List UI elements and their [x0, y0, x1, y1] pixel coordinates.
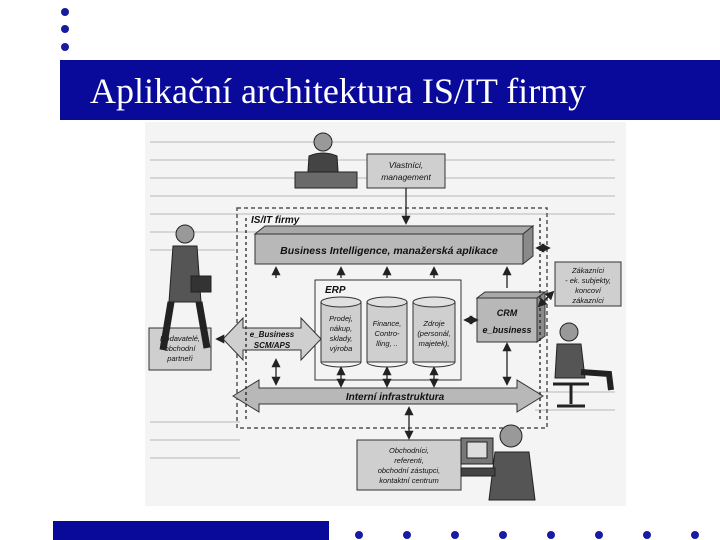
decorative-dot [61, 8, 69, 16]
customers-line-1: Zákazníci [571, 266, 604, 275]
receptionist-figure [460, 424, 536, 501]
module-sales-line-3: sklady, [330, 334, 353, 343]
sales-line-3: obchodní zástupci, [378, 466, 441, 475]
suppliers-line-1: Dodavatelé, [160, 334, 200, 343]
crm-box [476, 297, 538, 343]
module-resources-line-2: (personál, [417, 329, 450, 338]
decorative-dot [451, 531, 459, 539]
decorative-dot [547, 531, 555, 539]
isit-frame-label: IS/IT firmy [251, 215, 300, 226]
customers-line-2: - ek. subjekty, [565, 276, 611, 285]
erp-module-sales: Prodej, nákup, sklady, výroba [320, 296, 362, 368]
customers-line-3: koncoví [575, 286, 602, 295]
decorative-dot [61, 25, 69, 33]
infrastructure-arrow [232, 379, 544, 413]
decorative-dot [643, 531, 651, 539]
decorative-dot [595, 531, 603, 539]
decorative-dot [691, 531, 699, 539]
module-sales-line-1: Prodej, [329, 314, 353, 323]
suppliers-box [148, 327, 212, 371]
customers-line-4: zákazníci [571, 296, 604, 305]
bi-bar-top [253, 225, 535, 235]
decorative-dot [61, 43, 69, 51]
bi-label: Business Intelligence, manažerská aplika… [280, 245, 498, 257]
customers-box [554, 261, 622, 307]
sales-line-4: kontaktní centrum [379, 476, 439, 485]
manager-figure [294, 132, 358, 189]
suppliers-line-3: partneři [166, 354, 193, 363]
bi-bar [254, 233, 524, 265]
ebusiness-line-2: SCM/APS [254, 341, 291, 350]
seated-person-figure [553, 322, 614, 408]
title-bar [60, 60, 720, 120]
crm-box-side [536, 291, 546, 343]
ebusiness-scm-arrow [222, 316, 322, 362]
crm-ebusiness-label: e_business [482, 325, 531, 335]
erp-module-finance: Finance, Contro- lling, .. [366, 296, 408, 368]
erp-module-resources: Zdroje (personál, majetek), [412, 296, 456, 368]
suppliers-line-2: obchodní [165, 344, 197, 353]
module-resources-line-3: majetek), [419, 339, 450, 348]
sales-line-2: referenti, [394, 456, 424, 465]
connector-arrows [215, 188, 555, 440]
architecture-diagram: IS/IT firmy Vlastníci, management Busine… [145, 122, 626, 506]
decorative-dot [403, 531, 411, 539]
owners-line-2: management [381, 172, 431, 182]
decorative-dot [355, 531, 363, 539]
module-finance-line-1: Finance, [373, 319, 402, 328]
module-sales-line-2: nákup, [330, 324, 353, 333]
owners-line-1: Vlastníci, [389, 160, 424, 170]
sales-box [356, 439, 462, 491]
businessman-figure [159, 224, 212, 351]
decorative-dot [499, 531, 507, 539]
crm-box-top [475, 291, 547, 299]
bi-bar-side [522, 224, 534, 266]
module-resources-line-1: Zdroje [422, 319, 444, 328]
module-finance-line-3: lling, .. [376, 339, 398, 348]
sales-line-1: Obchodníci, [389, 446, 429, 455]
ebusiness-line-1: e_Business [250, 330, 295, 339]
infrastructure-label: Interní infrastruktura [346, 392, 445, 403]
bottom-bar [53, 521, 329, 540]
erp-label: ERP [325, 285, 346, 296]
crm-label: CRM [497, 308, 518, 318]
isit-frame [236, 207, 548, 429]
module-finance-line-2: Contro- [374, 329, 400, 338]
module-sales-line-4: výroba [330, 344, 353, 353]
slide-title: Aplikační architektura IS/IT firmy [90, 71, 587, 111]
